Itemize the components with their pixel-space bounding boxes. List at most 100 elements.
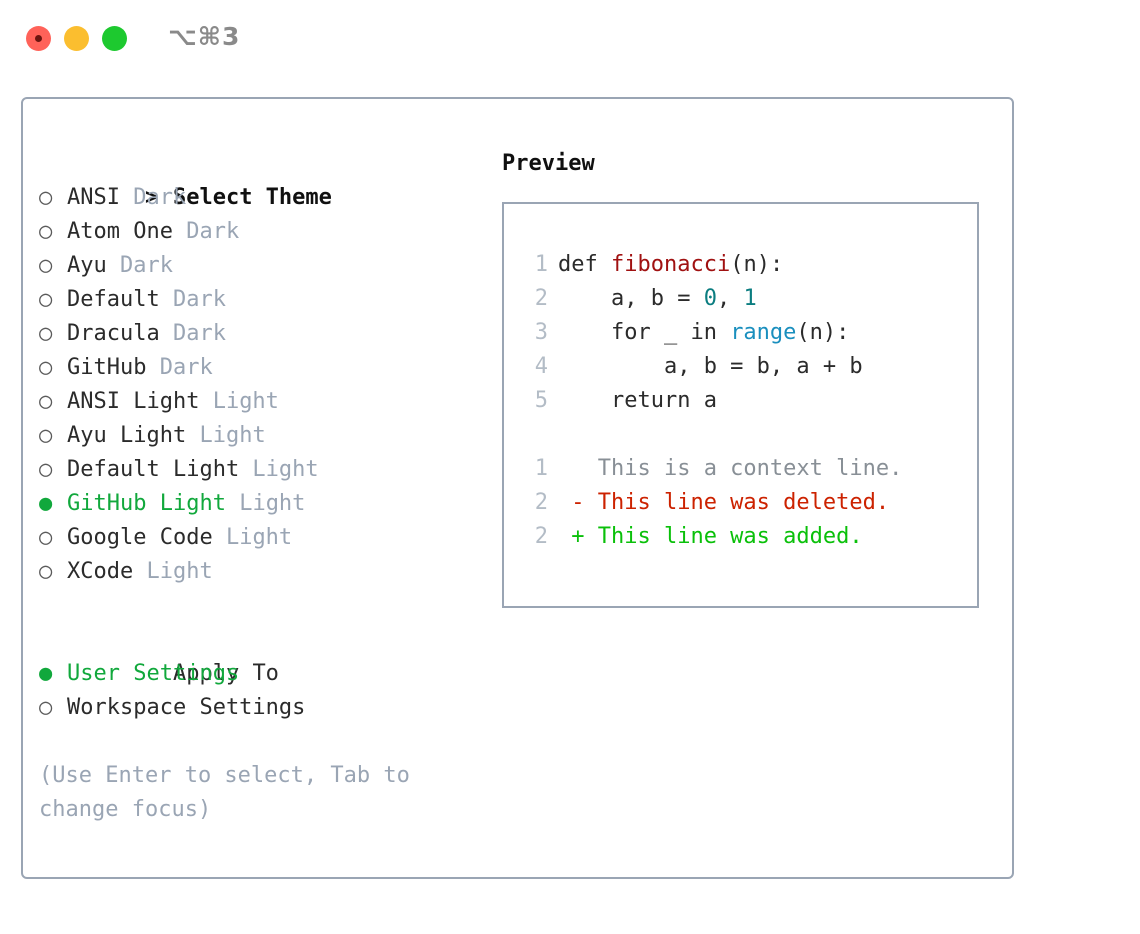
minimize-icon[interactable] (64, 26, 89, 51)
code-token: 0 (703, 286, 717, 311)
code-token: def (558, 252, 611, 277)
line-number: 5 (534, 388, 548, 413)
radio-unselected-icon[interactable]: ○ (39, 695, 53, 720)
theme-list-item[interactable]: ○Default Light Light (39, 453, 479, 487)
theme-name-label: ANSI (67, 185, 120, 210)
code-token: 1 (743, 286, 757, 311)
code-line: 1 def fibonacci(n): (504, 248, 977, 282)
line-number: 4 (534, 354, 548, 379)
theme-name-label: Ayu Light (67, 423, 187, 448)
radio-unselected-icon[interactable]: ○ (39, 253, 53, 278)
theme-name-label: Atom One (67, 219, 173, 244)
theme-list-header-label: Select Theme (172, 185, 332, 210)
theme-variant-tag: Dark (159, 321, 226, 346)
theme-list: ○ANSI Dark○Atom One Dark○Ayu Dark○Defaul… (39, 181, 479, 589)
theme-name-label: Dracula (67, 321, 160, 346)
radio-unselected-icon[interactable]: ○ (39, 185, 53, 210)
diff-line: 2 - This line was deleted. (504, 486, 977, 520)
theme-list-item[interactable]: ○ANSI Dark (39, 181, 479, 215)
theme-variant-tag: Light (212, 525, 293, 550)
theme-variant-tag: Light (133, 559, 213, 584)
line-number: 3 (534, 320, 548, 345)
theme-list-item[interactable]: ○ Google Code Light (39, 521, 479, 555)
line-number: 2 (534, 490, 548, 515)
title-bar: ⌥⌘3 (0, 0, 1140, 78)
code-line: 4 a, b = b, a + b (504, 350, 977, 384)
code-token: range (730, 320, 797, 345)
theme-variant-tag: Dark (159, 287, 226, 312)
code-line: 2 a, b = 0, 1 (504, 282, 977, 316)
code-line: 3 for _ in range(n): (504, 316, 977, 350)
line-number: 1 (534, 252, 548, 277)
radio-unselected-icon[interactable]: ○ (39, 321, 53, 346)
keyboard-hint-text: (Use Enter to select, Tab to change focu… (39, 763, 424, 822)
theme-variant-tag: Dark (146, 355, 213, 380)
code-token: a, b = b, a + b (558, 354, 863, 379)
content-panel: >Select Theme ○ANSI Dark○Atom One Dark○A… (21, 97, 1014, 879)
code-token: (n): (730, 252, 784, 277)
diff-line: 2 + This line was added. (504, 520, 977, 554)
theme-list-item[interactable]: ○ Dracula Dark (39, 317, 479, 351)
line-number: 2 (534, 524, 548, 549)
radio-unselected-icon[interactable]: ○ (39, 423, 53, 448)
code-token: for _ in (558, 320, 731, 345)
radio-selected-icon[interactable]: ● (39, 661, 53, 686)
theme-variant-tag: Light (199, 389, 279, 414)
code-token: , (716, 286, 744, 311)
theme-list-item[interactable]: ○Atom One Dark (39, 215, 479, 249)
line-number: 1 (534, 456, 548, 481)
close-icon[interactable] (26, 26, 51, 51)
theme-list-item[interactable]: ○ Default Dark (39, 283, 479, 317)
theme-name-label: GitHub (67, 355, 147, 380)
apply-to-label: Workspace Settings (67, 695, 306, 720)
code-token: a, b = (558, 286, 704, 311)
section-spacer (39, 589, 479, 623)
apply-to-header: Apply To (39, 623, 479, 686)
traffic-lights (26, 26, 127, 51)
theme-list-item[interactable]: ○ Ayu Light Light (39, 419, 479, 453)
apply-to-list: ● User Settings ○ Workspace Settings (39, 657, 479, 725)
preview-title: Preview (502, 151, 595, 176)
radio-unselected-icon[interactable]: ○ (39, 287, 53, 312)
apply-to-header-label: Apply To (172, 661, 279, 686)
theme-name-label: Default (67, 287, 160, 312)
theme-name-label: Google Code (67, 525, 213, 550)
theme-name-label: Ayu (67, 253, 107, 278)
apply-to-label: User Settings (67, 661, 240, 686)
theme-name-label: GitHub Light (67, 491, 226, 516)
cursor-caret-icon: > (144, 185, 159, 210)
keyboard-shortcut-label: ⌥⌘3 (168, 22, 241, 51)
theme-list-item[interactable]: ○ GitHub Dark (39, 351, 479, 385)
code-diff-spacer (504, 418, 977, 452)
code-line: 5 return a (504, 384, 977, 418)
theme-variant-tag: Light (225, 491, 306, 516)
radio-unselected-icon[interactable]: ○ (39, 457, 53, 482)
diff-line-text: - This line was deleted. (558, 490, 890, 515)
apply-to-item[interactable]: ○ Workspace Settings (39, 691, 479, 725)
diff-line-text: This is a context line. (558, 456, 903, 481)
radio-unselected-icon[interactable]: ○ (39, 219, 53, 244)
line-number: 2 (534, 286, 548, 311)
theme-variant-tag: Dark (106, 253, 173, 278)
radio-selected-icon[interactable]: ● (39, 491, 53, 516)
radio-unselected-icon[interactable]: ○ (39, 559, 53, 584)
theme-list-item[interactable]: ○ANSI Light Light (39, 385, 479, 419)
theme-list-item[interactable]: ○ XCode Light (39, 555, 479, 589)
theme-name-label: XCode (67, 559, 134, 584)
theme-list-item[interactable]: ○ Ayu Dark (39, 249, 479, 283)
theme-list-item[interactable]: ● GitHub Light Light (39, 487, 479, 521)
diff-line-text: + This line was added. (558, 524, 863, 549)
code-token: (n): (796, 320, 850, 345)
theme-variant-tag: Light (186, 423, 266, 448)
radio-unselected-icon[interactable]: ○ (39, 355, 53, 380)
apply-to-item[interactable]: ● User Settings (39, 657, 479, 691)
radio-unselected-icon[interactable]: ○ (39, 389, 53, 414)
diff-sample: 1 This is a context line. 2 - This line w… (504, 452, 977, 554)
code-token: fibonacci (610, 252, 731, 277)
maximize-icon[interactable] (102, 26, 127, 51)
radio-unselected-icon[interactable]: ○ (39, 525, 53, 550)
